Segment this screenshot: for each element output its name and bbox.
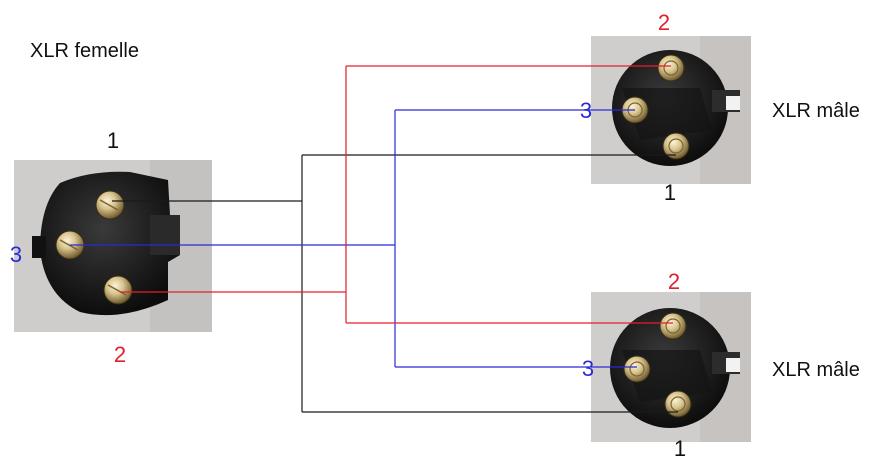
wire-pin-2 <box>120 65 673 324</box>
male-top-title: XLR mâle <box>772 100 860 122</box>
female-pin-2 <box>103 275 133 305</box>
female-pin-3-label: 3 <box>10 242 22 267</box>
male-top-pin-2 <box>657 54 685 82</box>
male-bottom-title: XLR mâle <box>772 359 860 381</box>
male-top-pin-3-label: 3 <box>580 98 592 123</box>
male-bottom-pin-2-label: 2 <box>668 269 680 294</box>
male-bottom-pin-1-label: 1 <box>674 436 686 461</box>
female-connector-title: XLR femelle <box>30 40 139 62</box>
female-pin-1-label: 1 <box>107 128 119 153</box>
wire-pin-3 <box>70 109 637 368</box>
male-bottom-pin-1 <box>664 390 692 418</box>
male-connector-bottom-photo <box>591 292 751 442</box>
male-top-pin-2-label: 2 <box>658 10 670 35</box>
wire-pin-1 <box>112 154 678 413</box>
male-top-pin-1-label: 1 <box>664 180 676 205</box>
male-bottom-pin-2 <box>659 312 687 340</box>
female-connector-photo <box>14 160 212 332</box>
male-top-pin-1 <box>662 132 690 160</box>
male-bottom-pin-3-label: 3 <box>582 356 594 381</box>
female-pin-2-label: 2 <box>114 342 126 367</box>
female-pin-1 <box>95 190 125 220</box>
male-bottom-pin-3 <box>623 355 651 383</box>
